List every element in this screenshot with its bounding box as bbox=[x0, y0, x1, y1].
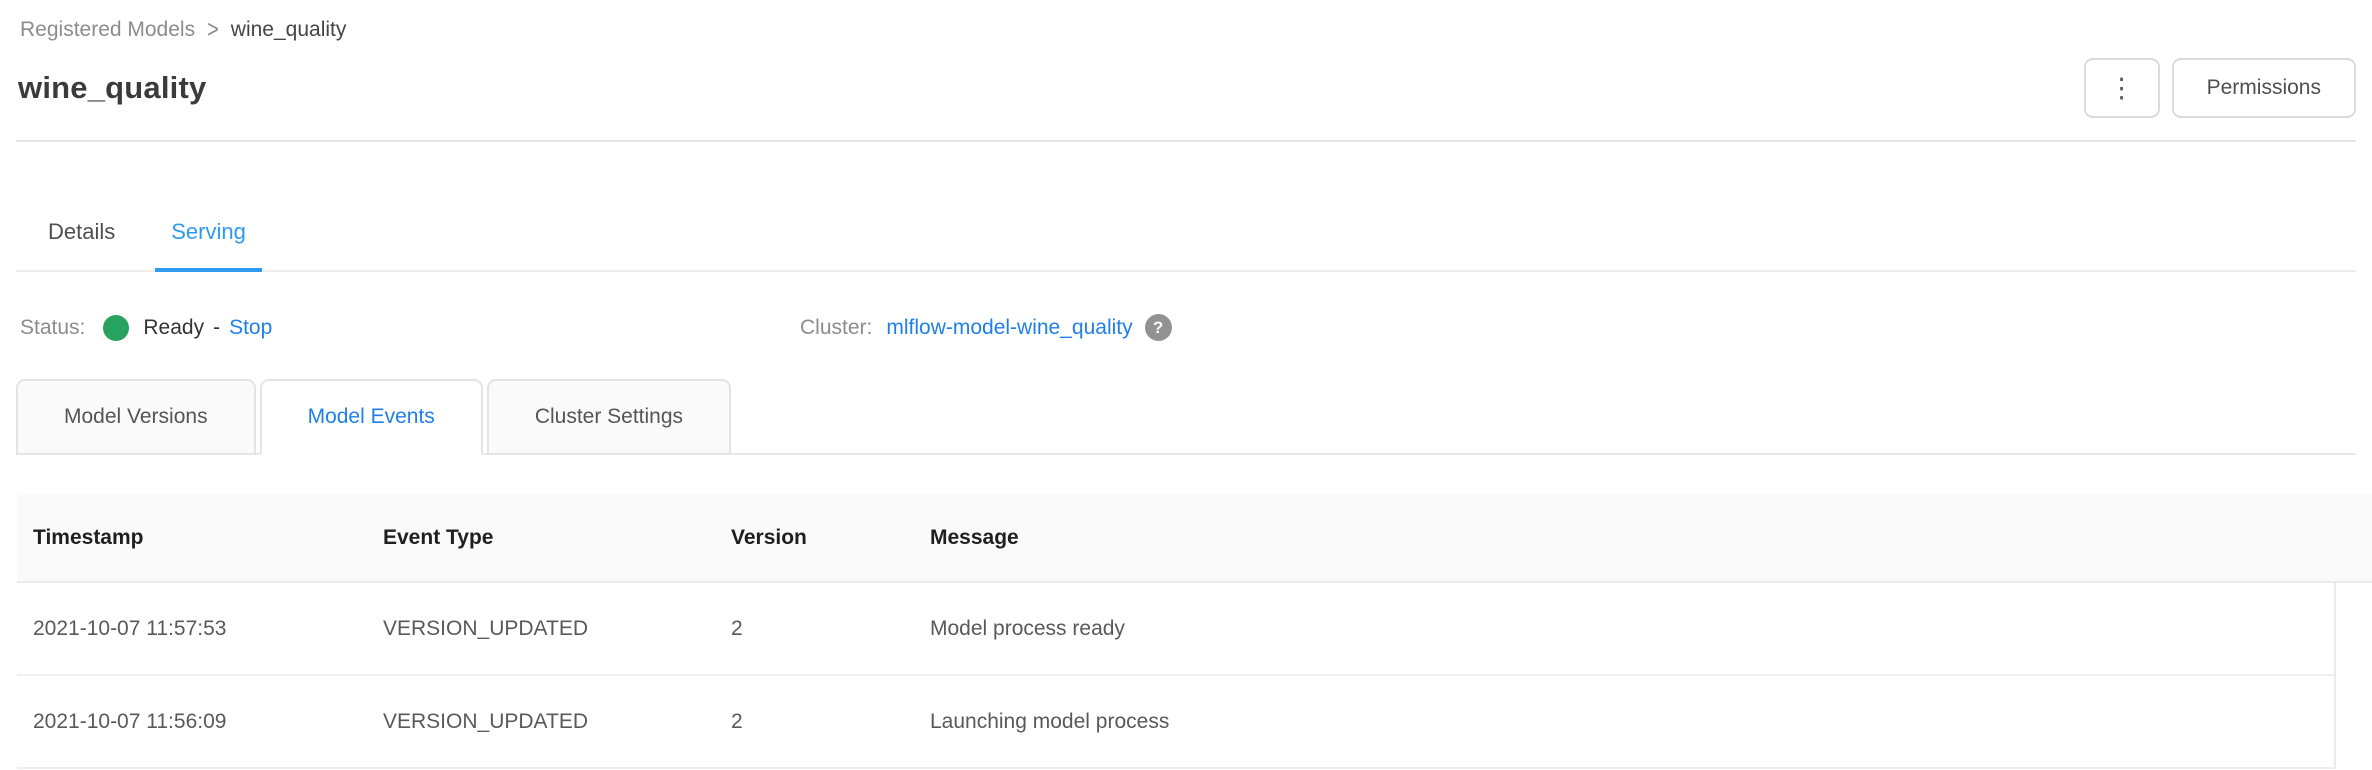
cell-timestamp: 2021-10-07 11:56:09 bbox=[33, 709, 227, 733]
cell-message: Launching model process bbox=[930, 709, 1170, 733]
status-separator: - bbox=[213, 315, 221, 339]
status-label: Status: bbox=[20, 315, 86, 339]
cell-version: 2 bbox=[731, 709, 743, 733]
cell-timestamp: 2021-10-07 11:57:53 bbox=[33, 616, 227, 640]
column-header-event-type: Event Type bbox=[383, 526, 494, 549]
breadcrumb-registered-models-link[interactable]: Registered Models bbox=[20, 18, 196, 41]
tab-details[interactable]: Details bbox=[48, 219, 116, 244]
breadcrumb: Registered Models > wine_quality bbox=[0, 0, 2372, 44]
cell-event-type: VERSION_UPDATED bbox=[383, 616, 588, 640]
cluster-group: Cluster: mlflow-model-wine_quality ? bbox=[800, 314, 1172, 341]
title-actions: ⋮ Permissions bbox=[2083, 58, 2356, 118]
cell-message: Model process ready bbox=[930, 616, 1125, 640]
title-divider bbox=[16, 140, 2356, 142]
table-header-row: Timestamp Event Type Version Message bbox=[17, 495, 2372, 583]
status-ready-icon bbox=[103, 314, 130, 341]
subtab-model-versions[interactable]: Model Versions bbox=[16, 379, 256, 455]
permissions-button[interactable]: Permissions bbox=[2171, 58, 2356, 118]
help-question-icon[interactable]: ? bbox=[1144, 314, 1172, 341]
serving-status-row: Status: Ready - Stop Cluster: mlflow-mod… bbox=[20, 314, 2356, 341]
main-tabs: Details Serving bbox=[16, 142, 2356, 272]
breadcrumb-current: wine_quality bbox=[230, 18, 347, 41]
subtab-model-events[interactable]: Model Events bbox=[259, 379, 483, 455]
serving-subtabs: Model Versions Model Events Cluster Sett… bbox=[16, 379, 2356, 455]
stop-link[interactable]: Stop bbox=[229, 315, 273, 339]
model-events-table: Timestamp Event Type Version Message 202… bbox=[17, 495, 2372, 769]
table-row: 2021-10-07 11:57:53 VERSION_UPDATED 2 Mo… bbox=[17, 583, 2334, 676]
tab-inkbar bbox=[155, 268, 262, 272]
status-group: Status: Ready - Stop bbox=[20, 314, 800, 341]
column-header-version: Version bbox=[731, 526, 807, 549]
tab-serving[interactable]: Serving bbox=[155, 142, 262, 272]
chevron-right-icon: > bbox=[207, 15, 219, 44]
title-row: wine_quality ⋮ Permissions bbox=[0, 58, 2372, 118]
column-header-message: Message bbox=[930, 526, 1019, 549]
cell-version: 2 bbox=[731, 616, 743, 640]
kebab-menu-icon: ⋮ bbox=[2108, 72, 2136, 103]
cluster-link[interactable]: mlflow-model-wine_quality bbox=[886, 315, 1133, 339]
table-body: 2021-10-07 11:57:53 VERSION_UPDATED 2 Mo… bbox=[17, 583, 2336, 769]
table-row: 2021-10-07 11:56:09 VERSION_UPDATED 2 La… bbox=[17, 676, 2334, 769]
page-title: wine_quality bbox=[18, 70, 207, 105]
subtab-cluster-settings[interactable]: Cluster Settings bbox=[486, 379, 732, 455]
column-header-timestamp: Timestamp bbox=[33, 526, 144, 549]
status-value: Ready bbox=[143, 315, 205, 339]
cluster-label: Cluster: bbox=[800, 315, 873, 339]
more-actions-button[interactable]: ⋮ bbox=[2083, 58, 2160, 118]
cell-event-type: VERSION_UPDATED bbox=[383, 709, 588, 733]
